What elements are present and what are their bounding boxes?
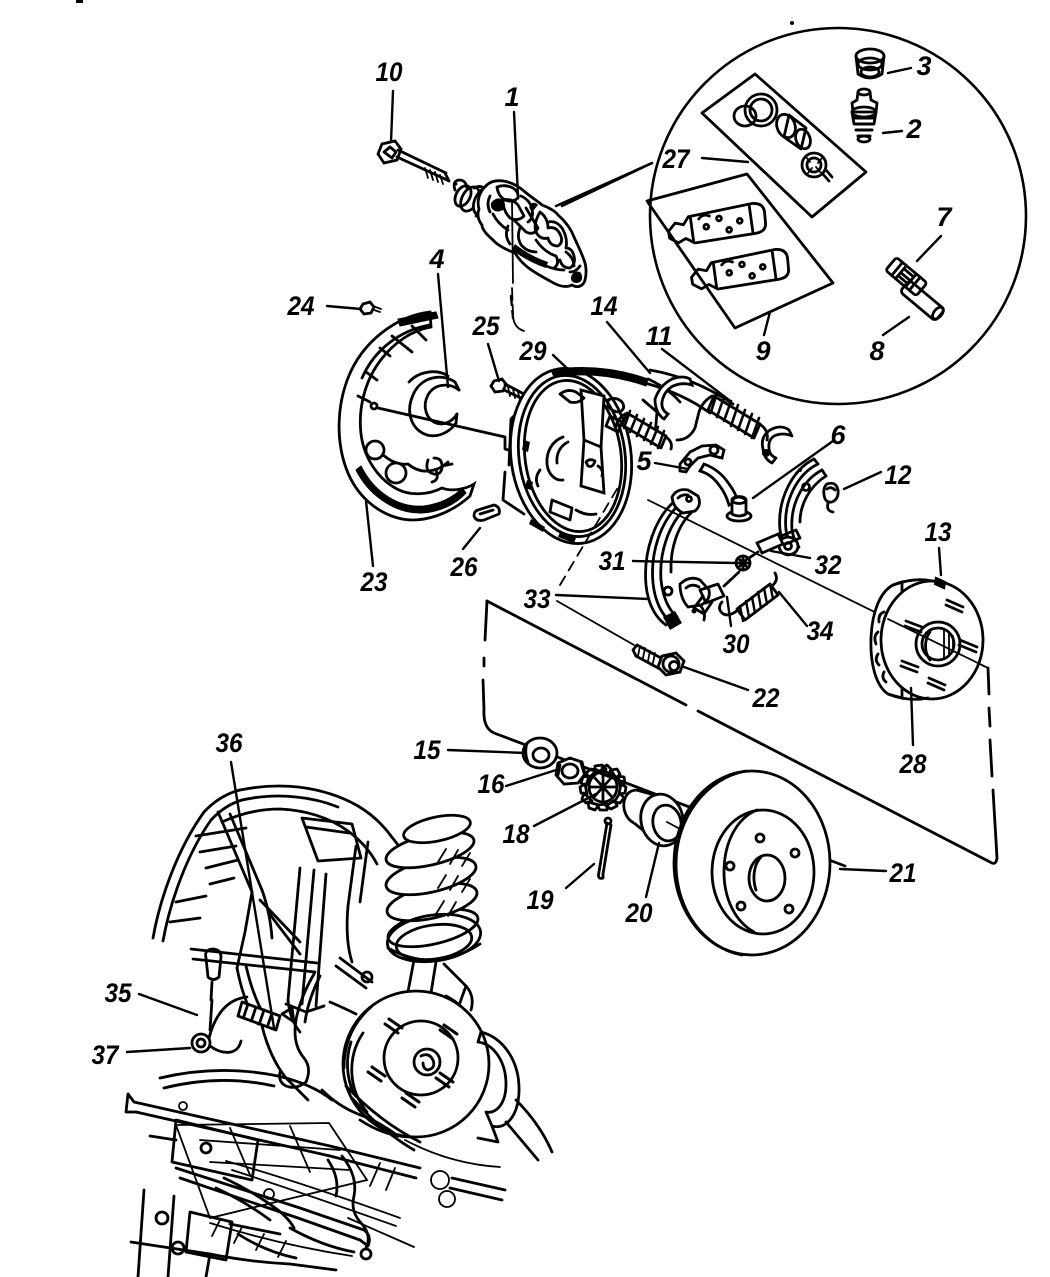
svg-text:8: 8 bbox=[869, 336, 884, 366]
svg-text:36: 36 bbox=[216, 728, 244, 758]
svg-text:13: 13 bbox=[925, 517, 952, 547]
svg-text:34: 34 bbox=[807, 616, 834, 646]
svg-text:4: 4 bbox=[428, 244, 444, 274]
svg-text:22: 22 bbox=[752, 683, 780, 713]
svg-text:24: 24 bbox=[287, 291, 315, 321]
svg-text:19: 19 bbox=[527, 885, 554, 915]
svg-text:37: 37 bbox=[92, 1040, 121, 1070]
svg-text:5: 5 bbox=[636, 446, 652, 476]
svg-text:2: 2 bbox=[905, 114, 921, 144]
svg-text:16: 16 bbox=[478, 769, 506, 799]
svg-text:20: 20 bbox=[625, 898, 653, 928]
svg-text:31: 31 bbox=[599, 546, 626, 576]
svg-text:35: 35 bbox=[105, 978, 133, 1008]
svg-text:26: 26 bbox=[450, 552, 479, 582]
svg-text:9: 9 bbox=[755, 336, 770, 366]
svg-text:27: 27 bbox=[662, 144, 692, 174]
svg-text:33: 33 bbox=[524, 584, 551, 614]
svg-text:1: 1 bbox=[504, 82, 519, 112]
svg-text:21: 21 bbox=[889, 858, 917, 888]
svg-text:3: 3 bbox=[916, 51, 931, 81]
svg-text:25: 25 bbox=[472, 311, 501, 341]
svg-text:28: 28 bbox=[899, 749, 927, 779]
svg-text:30: 30 bbox=[723, 629, 750, 659]
svg-text:18: 18 bbox=[503, 819, 530, 849]
svg-text:6: 6 bbox=[830, 420, 846, 450]
svg-text:23: 23 bbox=[360, 567, 388, 597]
svg-text:12: 12 bbox=[885, 460, 912, 490]
svg-text:7: 7 bbox=[936, 202, 953, 232]
svg-text:32: 32 bbox=[815, 550, 842, 580]
svg-text:15: 15 bbox=[414, 735, 442, 765]
svg-text:14: 14 bbox=[591, 291, 618, 321]
svg-text:10: 10 bbox=[376, 57, 403, 87]
svg-text:29: 29 bbox=[519, 336, 547, 366]
svg-text:11: 11 bbox=[646, 321, 673, 351]
